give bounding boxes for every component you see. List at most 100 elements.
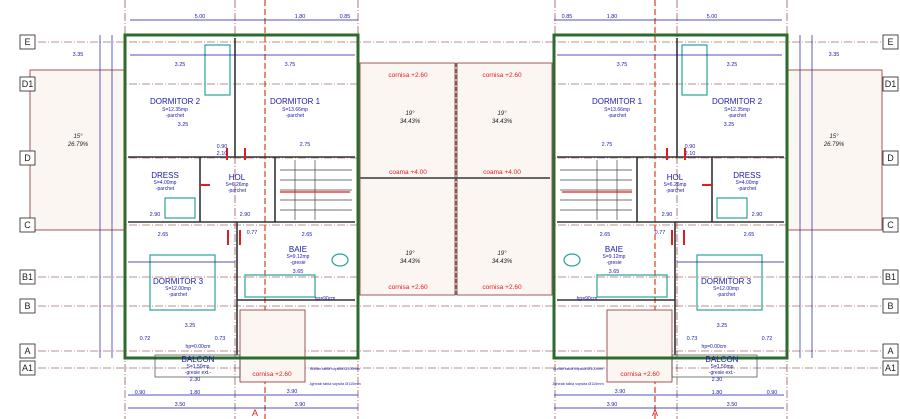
svg-text:S=1.50mp: S=1.50mp [187,364,210,370]
svg-text:1.80: 1.80 [712,390,723,396]
svg-text:B1: B1 [22,272,33,282]
svg-text:S=4.00mp: S=4.00mp [736,180,759,186]
svg-text:Jgheab tabla vopsita Ø110mm: Jgheab tabla vopsita Ø110mm [309,382,360,386]
svg-text:DORMITOR 3: DORMITOR 3 [153,277,204,286]
room-labels-left: DORMITOR 2S=12.35mp-parchet DORMITOR 1S=… [150,97,321,376]
svg-text:DRESS: DRESS [733,171,761,180]
svg-text:2.90: 2.90 [662,212,673,218]
svg-text:3.90: 3.90 [607,402,618,408]
svg-text:-parchet: -parchet [738,186,757,192]
svg-text:0.90: 0.90 [135,390,146,396]
svg-text:2.75: 2.75 [300,142,311,148]
svg-text:S=4.00mp: S=4.00mp [154,180,177,186]
svg-text:3.90: 3.90 [615,389,626,395]
svg-text:D: D [887,153,894,163]
svg-text:2.30: 2.30 [712,377,723,383]
svg-text:3.25: 3.25 [727,62,738,68]
svg-text:2.65: 2.65 [302,232,313,238]
svg-text:2.65: 2.65 [158,232,169,238]
svg-text:2.75: 2.75 [602,142,613,148]
svg-text:-parchet: -parchet [717,292,736,298]
svg-text:S=6.26mp: S=6.26mp [226,182,249,188]
svg-text:cornisa +2.60: cornisa +2.60 [388,284,428,291]
svg-text:34.43%: 34.43% [400,119,421,125]
svg-text:-parchet: -parchet [228,188,247,194]
svg-text:3.25: 3.25 [185,323,196,329]
svg-text:2.10: 2.10 [685,151,696,157]
svg-text:DORMITOR 3: DORMITOR 3 [701,277,752,286]
svg-text:-parchet: -parchet [666,188,685,194]
svg-text:3.65: 3.65 [293,269,304,275]
svg-text:HOL: HOL [667,173,684,182]
svg-text:hp=0.00cm: hp=0.00cm [186,344,211,350]
notes: hp=90cm hp=90cm hp=0.00cm hp=0.00cm Burl… [186,296,727,386]
svg-text:15°: 15° [73,134,83,140]
svg-text:2.65: 2.65 [744,232,755,238]
section-marker-right: A [652,408,658,418]
svg-text:C: C [24,220,31,230]
svg-text:3.25: 3.25 [724,122,735,128]
svg-text:0.73: 0.73 [215,336,226,342]
svg-text:DORMITOR 1: DORMITOR 1 [592,97,643,106]
svg-text:3.50: 3.50 [727,402,738,408]
svg-text:0.72: 0.72 [140,336,151,342]
svg-text:-parchet: -parchet [286,113,305,119]
svg-text:HOL: HOL [229,173,246,182]
svg-text:3.35: 3.35 [829,52,840,58]
svg-text:0.85: 0.85 [562,14,573,20]
svg-text:19°: 19° [497,251,507,257]
svg-text:0.90: 0.90 [217,144,228,150]
svg-text:0.85: 0.85 [340,14,351,20]
svg-text:S=12.00mp: S=12.00mp [713,286,739,292]
svg-text:1.80: 1.80 [190,390,201,396]
svg-text:S=9.12mp: S=9.12mp [287,254,310,260]
axis-labels-right: E D1 D C B1 B A A1 [882,34,899,376]
svg-text:-gresie: -gresie [606,260,622,266]
svg-text:S=1.50mp: S=1.50mp [711,364,734,370]
svg-text:S=6.26mp: S=6.26mp [664,182,687,188]
svg-text:S=13.66mp: S=13.66mp [282,107,308,113]
svg-text:3.25: 3.25 [717,323,728,329]
svg-text:34.43%: 34.43% [400,259,421,265]
svg-text:BALCON: BALCON [706,355,739,364]
svg-text:1.80: 1.80 [607,14,618,20]
dimension-labels: 5.00 1.80 0.85 5.00 1.80 0.85 3.35 3.35 … [73,14,840,408]
svg-text:3.25: 3.25 [175,62,186,68]
svg-text:-parchet: -parchet [166,113,185,119]
svg-text:C: C [887,220,894,230]
svg-text:3.75: 3.75 [617,62,628,68]
svg-text:DORMITOR 2: DORMITOR 2 [712,97,763,106]
svg-text:2.90: 2.90 [240,212,251,218]
svg-text:15°: 15° [829,134,839,140]
svg-text:-parchet: -parchet [156,186,175,192]
svg-text:3.90: 3.90 [295,402,306,408]
svg-text:Burlan tabla vopsita Ø100mm: Burlan tabla vopsita Ø100mm [553,367,603,371]
svg-text:3.35: 3.35 [73,52,84,58]
svg-text:S=12.35mp: S=12.35mp [724,107,750,113]
svg-text:3.65: 3.65 [609,269,620,275]
svg-text:-parchet: -parchet [728,113,747,119]
stairs [280,160,352,220]
svg-text:A: A [887,346,893,356]
svg-text:hp=90cm: hp=90cm [315,296,336,302]
svg-text:3.25: 3.25 [178,122,189,128]
svg-text:A1: A1 [885,363,896,373]
svg-text:BAIE: BAIE [605,245,623,254]
svg-text:26.79%: 26.79% [67,142,89,148]
svg-text:DORMITOR 1: DORMITOR 1 [270,97,321,106]
svg-text:0.90: 0.90 [685,144,696,150]
axis-labels-left: E D1 D C B1 B A A1 [19,34,36,376]
svg-text:19°: 19° [405,251,415,257]
svg-text:hp=90cm: hp=90cm [577,296,598,302]
svg-text:BALCON: BALCON [182,355,215,364]
svg-text:A: A [24,346,30,356]
svg-text:3.90: 3.90 [287,389,298,395]
svg-text:0.73: 0.73 [687,336,698,342]
section-marker-left: A [252,408,258,418]
svg-text:-gresie ext.-: -gresie ext.- [709,370,736,376]
svg-text:cornisa +2.60: cornisa +2.60 [482,72,522,79]
svg-text:cornisa +2.60: cornisa +2.60 [620,371,660,378]
svg-text:0.77: 0.77 [655,230,666,236]
svg-text:3.50: 3.50 [175,402,186,408]
svg-text:2.10: 2.10 [217,151,228,157]
